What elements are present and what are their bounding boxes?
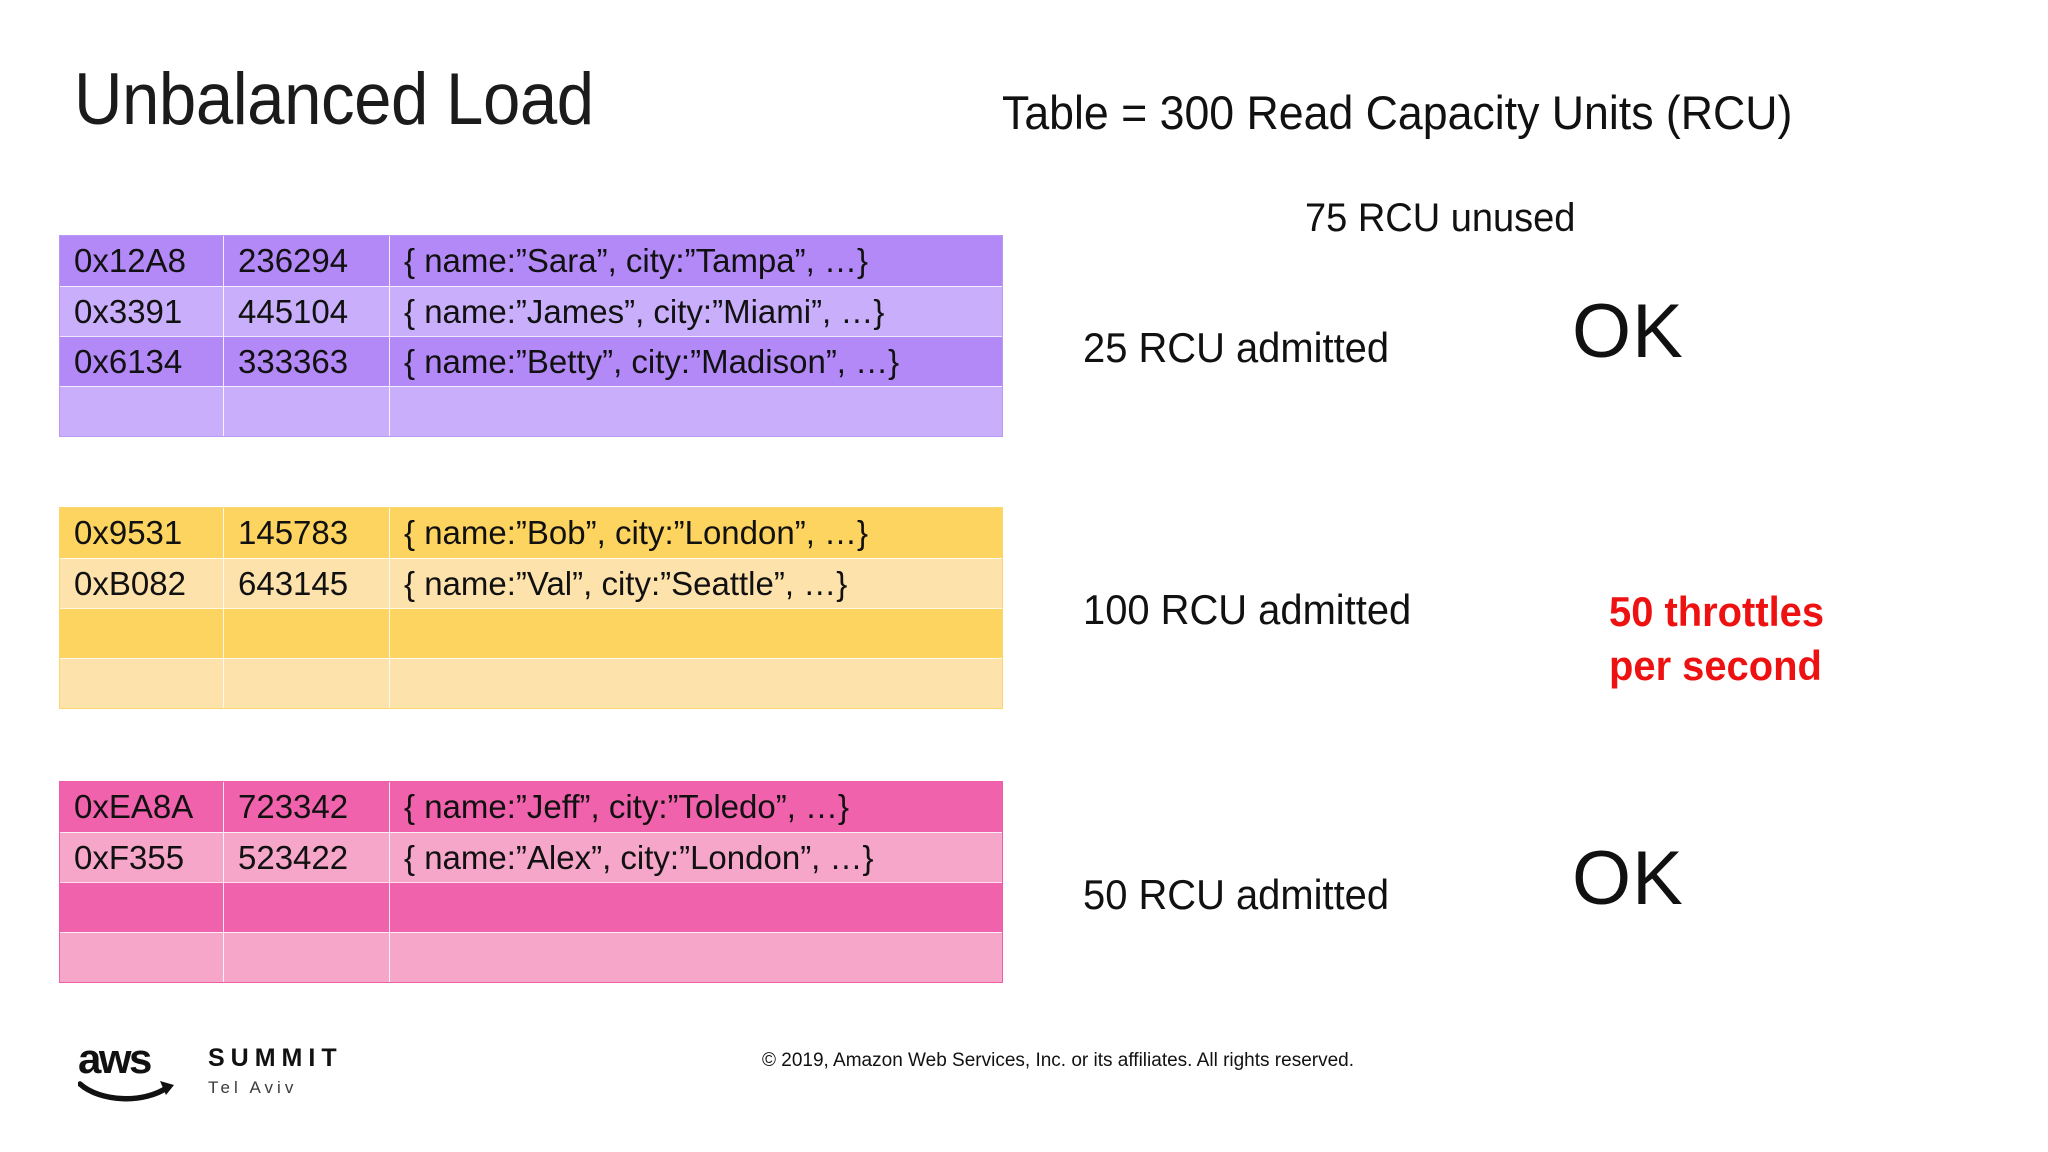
cell-item-json — [390, 658, 1002, 708]
cell-partition-key: 0x3391 — [60, 286, 224, 336]
aws-logo-icon: aws — [78, 1035, 182, 1104]
cell-sort-key: 523422 — [224, 832, 390, 882]
cell-item-json: { name:”Bob”, city:”London”, …} — [390, 508, 1002, 558]
table-row-empty — [60, 932, 1002, 982]
table-row: 0x9531 145783 { name:”Bob”, city:”London… — [60, 508, 1002, 558]
cell-item-json — [390, 932, 1002, 982]
table-row: 0x6134 333363 { name:”Betty”, city:”Madi… — [60, 336, 1002, 386]
cell-partition-key — [60, 882, 224, 932]
cell-partition-key — [60, 386, 224, 436]
table-row-empty — [60, 386, 1002, 436]
summit-label: SUMMIT — [208, 1044, 343, 1072]
cell-sort-key — [224, 932, 390, 982]
cell-item-json — [390, 608, 1002, 658]
table-row: 0xF355 523422 { name:”Alex”, city:”Londo… — [60, 832, 1002, 882]
cell-item-json: { name:”Alex”, city:”London”, …} — [390, 832, 1002, 882]
summit-city-label: Tel Aviv — [208, 1078, 298, 1097]
aws-summit-logo: aws SUMMIT Tel Aviv — [78, 1035, 343, 1104]
cell-item-json — [390, 882, 1002, 932]
cell-item-json: { name:”Jeff”, city:”Toledo”, …} — [390, 782, 1002, 832]
cell-sort-key: 445104 — [224, 286, 390, 336]
cell-partition-key — [60, 608, 224, 658]
table-capacity-heading: Table = 300 Read Capacity Units (RCU) — [1002, 86, 1793, 139]
cell-partition-key: 0x6134 — [60, 336, 224, 386]
partition-table-pink: 0xEA8A 723342 { name:”Jeff”, city:”Toled… — [59, 781, 1003, 983]
aws-wordmark-text: aws — [78, 1035, 152, 1082]
cell-partition-key: 0xF355 — [60, 832, 224, 882]
cell-sort-key: 643145 — [224, 558, 390, 608]
unused-capacity-label: 75 RCU unused — [1305, 196, 1576, 240]
cell-item-json: { name:”Sara”, city:”Tampa”, …} — [390, 236, 1002, 286]
cell-sort-key — [224, 386, 390, 436]
copyright-text: © 2019, Amazon Web Services, Inc. or its… — [762, 1050, 1355, 1071]
admitted-label-purple: 25 RCU admitted — [1083, 324, 1390, 371]
cell-partition-key — [60, 932, 224, 982]
cell-item-json: { name:”Val”, city:”Seattle”, …} — [390, 558, 1002, 608]
partition-table-purple: 0x12A8 236294 { name:”Sara”, city:”Tampa… — [59, 235, 1003, 437]
table-row: 0xEA8A 723342 { name:”Jeff”, city:”Toled… — [60, 782, 1002, 832]
status-badge-orange: 50 throttles per second — [1609, 588, 1825, 689]
cell-item-json: { name:”James”, city:”Miami”, …} — [390, 286, 1002, 336]
status-badge-pink: OK — [1572, 836, 1684, 921]
cell-item-json: { name:”Betty”, city:”Madison”, …} — [390, 336, 1002, 386]
cell-partition-key: 0x9531 — [60, 508, 224, 558]
table-row: 0x3391 445104 { name:”James”, city:”Miam… — [60, 286, 1002, 336]
status-badge-purple: OK — [1572, 289, 1684, 374]
cell-partition-key — [60, 658, 224, 708]
partition-table-orange: 0x9531 145783 { name:”Bob”, city:”London… — [59, 507, 1003, 709]
admitted-label-pink: 50 RCU admitted — [1083, 871, 1390, 918]
cell-sort-key: 723342 — [224, 782, 390, 832]
cell-sort-key — [224, 608, 390, 658]
cell-sort-key — [224, 882, 390, 932]
summit-text-block: SUMMIT Tel Aviv — [208, 1042, 343, 1099]
cell-partition-key: 0x12A8 — [60, 236, 224, 286]
table-row: 0x12A8 236294 { name:”Sara”, city:”Tampa… — [60, 236, 1002, 286]
cell-sort-key — [224, 658, 390, 708]
cell-item-json — [390, 386, 1002, 436]
table-row-empty — [60, 882, 1002, 932]
admitted-label-orange: 100 RCU admitted — [1083, 586, 1412, 633]
table-row: 0xB082 643145 { name:”Val”, city:”Seattl… — [60, 558, 1002, 608]
aws-smile-arrow-icon — [78, 1081, 174, 1102]
cell-sort-key: 145783 — [224, 508, 390, 558]
cell-sort-key: 236294 — [224, 236, 390, 286]
cell-partition-key: 0xB082 — [60, 558, 224, 608]
cell-sort-key: 333363 — [224, 336, 390, 386]
table-row-empty — [60, 608, 1002, 658]
page-title: Unbalanced Load — [74, 59, 594, 140]
table-row-empty — [60, 658, 1002, 708]
cell-partition-key: 0xEA8A — [60, 782, 224, 832]
